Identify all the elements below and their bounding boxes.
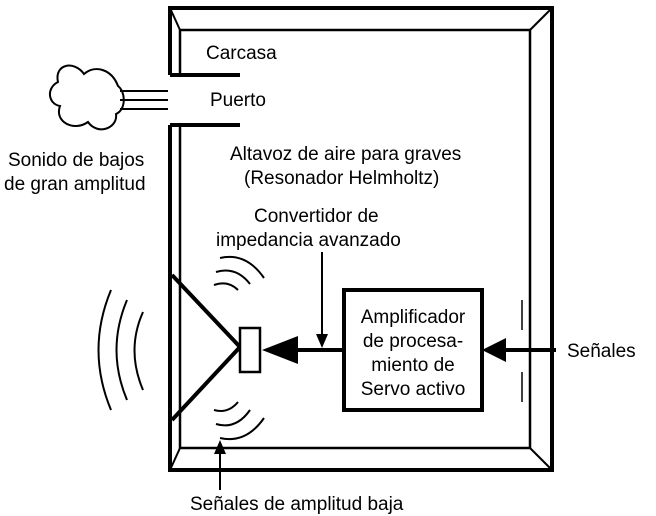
woofer-cone: [170, 273, 242, 422]
label-convertidor-line1: Convertidor de: [254, 206, 379, 227]
signal-input-arrowhead: [482, 338, 506, 362]
label-amplificador-line1: Amplificador: [361, 307, 466, 328]
label-amplificador-line2: de procesa-: [363, 331, 463, 352]
label-convertidor-line2: impedancia avanzado: [216, 230, 401, 251]
port-tube: [170, 73, 240, 127]
label-sonido-line1: Sonido de bajos: [8, 150, 144, 171]
label-amplificador-line4: Servo activo: [361, 379, 466, 400]
label-senales-baja: Señales de amplitud baja: [190, 494, 404, 515]
external-waves: [97, 289, 144, 411]
enclosure-outer-wall: [168, 6, 554, 472]
label-amplificador-line3: miento de: [371, 355, 454, 376]
sound-cloud: [49, 64, 125, 131]
label-sonido-line2: de gran amplitud: [4, 174, 146, 195]
voice-coil: [238, 326, 262, 374]
label-puerto: Puerto: [210, 90, 266, 111]
senales-baja-leader-arrowhead: [214, 440, 226, 454]
internal-waves-upper: [213, 256, 265, 291]
amp-to-coil-arrowhead: [262, 336, 298, 364]
amplifier-box: [342, 288, 484, 412]
enclosure-bevels: [169, 7, 553, 471]
label-senales: Señales: [567, 341, 636, 362]
label-altavoz-line1: Altavoz de aire para graves: [230, 144, 461, 165]
convertidor-leader-arrowhead: [316, 334, 328, 348]
port-airflow-lines: [120, 90, 168, 110]
enclosure-inner-wall: [178, 28, 532, 450]
label-altavoz-line2: (Resonador Helmholtz): [244, 168, 439, 189]
internal-waves-lower: [213, 401, 265, 440]
label-carcasa: Carcasa: [206, 43, 277, 64]
